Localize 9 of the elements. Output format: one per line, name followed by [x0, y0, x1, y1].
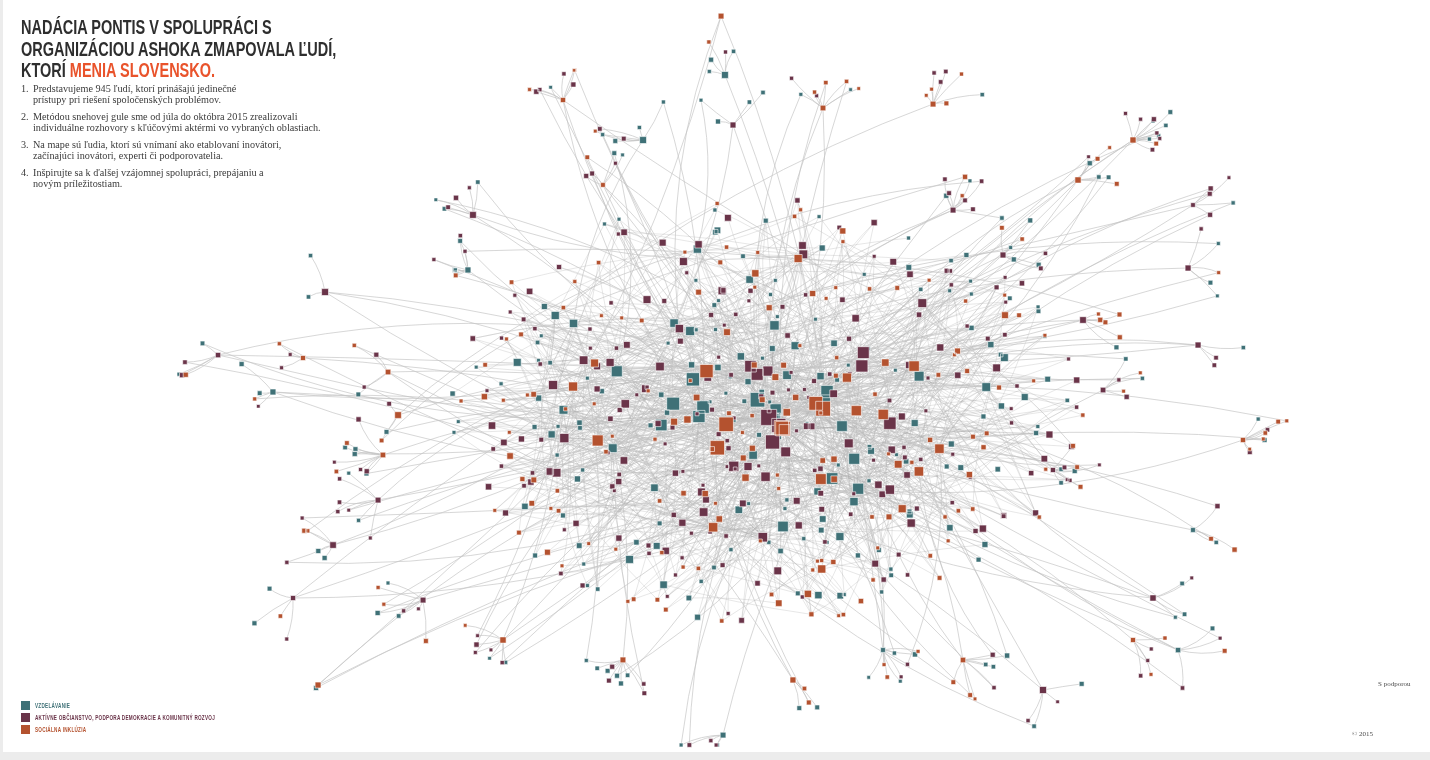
list-number: 1. — [21, 84, 30, 95]
list-number: 4. — [21, 168, 30, 179]
list-item-text: Inšpirujte sa k ďalšej vzájomnej spolupráci, prepájaniu a novým príležitostiam. — [33, 168, 265, 190]
title: NADÁCIA PONTIS V SPOLUPRÁCI S ORGANIZÁCIOU ASHOKA ZMAPOVALA ĽUDÍ, KTORÍ MENIA SLOVENSKO. — [21, 16, 338, 81]
list-number: 2. — [21, 112, 30, 123]
list-number: 3. — [21, 140, 30, 151]
list-item-text: Predstavujeme 945 ľudí, ktorí prinášajú jedinečné prístupy pri riešení spoločenských problémov. — [33, 84, 238, 106]
list-item-text: Na mape sú ľudia, ktorí sú vnímaní ako etablovaní inovátori, začínajúci inovátori, experti či podporovatelia. — [33, 140, 283, 162]
list-item-text: Metódou snehovej gule sme od júla do októbra 2015 zrealizovali individuálne rozhovory s kľúčovými aktérmi vo vybraných oblastiach. — [33, 112, 322, 134]
